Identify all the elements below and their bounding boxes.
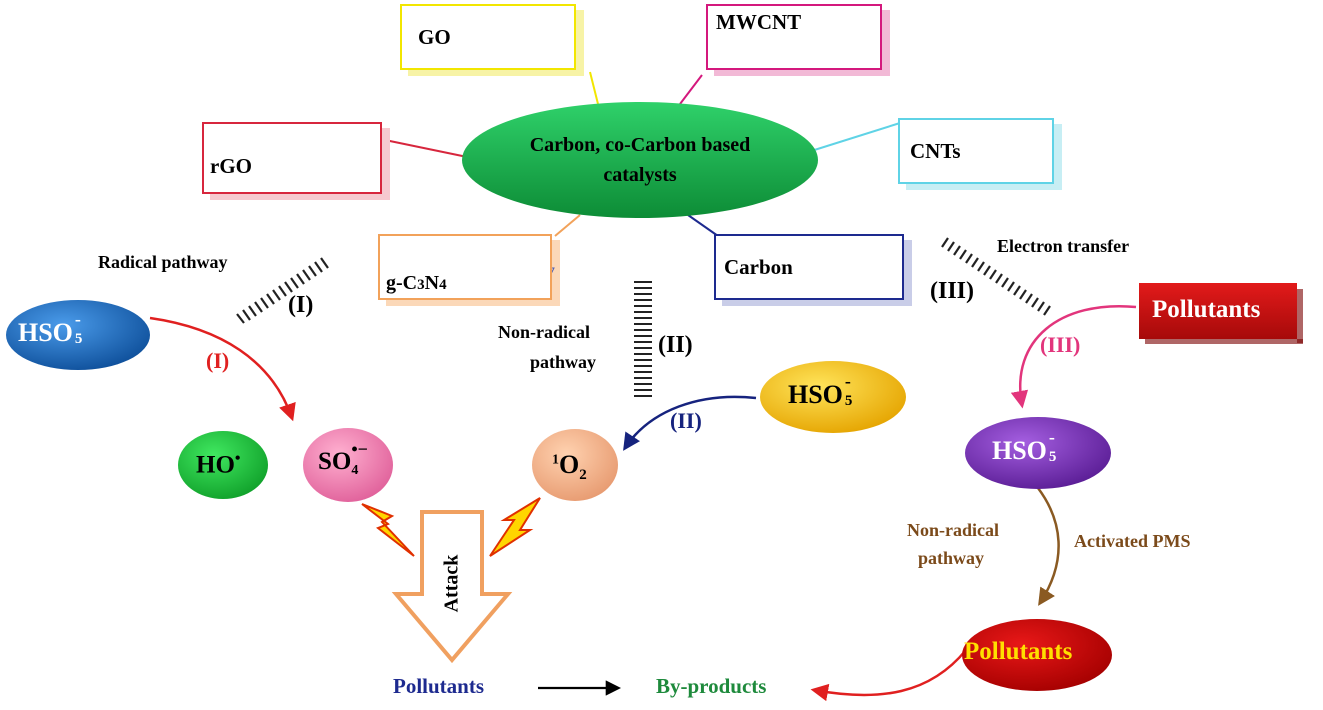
so4-radical-ellipse	[303, 428, 393, 502]
singlet-oxygen-text: 1O2	[552, 450, 587, 484]
singlet-oxygen-ellipse	[532, 429, 618, 501]
rgo-box: rGO	[202, 122, 382, 194]
cnts-label: CNTs	[910, 138, 961, 163]
mwcnt-label: MWCNT	[716, 10, 802, 34]
ho-radical-text: HO•	[196, 450, 241, 479]
attack-label: Attack	[440, 554, 463, 613]
connector-cnts	[807, 122, 901, 153]
pollutants-red-box	[1139, 283, 1297, 339]
connector-gc3n4	[554, 214, 581, 237]
pollutants-red-ellipse	[962, 619, 1112, 691]
carbon-box: Carbon	[714, 234, 904, 300]
byproducts-label: By-products	[656, 674, 767, 698]
gc3n4-label: g-C3N4	[386, 272, 447, 294]
connector-rgo	[384, 139, 473, 159]
connector-carbon	[687, 214, 719, 237]
arrow-label-i: (I)	[206, 348, 230, 373]
dash-bar-radical	[236, 257, 329, 324]
attack-arrow	[391, 510, 513, 664]
go-box: GO	[400, 4, 576, 70]
nonradical-label-2: pathway	[530, 352, 597, 372]
gc3n4-box: g-C3N4	[378, 234, 552, 300]
pollutants-red-label: Pollutants	[964, 638, 1073, 665]
nonradical-bottom-label-1: Non-radical	[907, 520, 999, 540]
center-label-line1: Carbon, co-Carbon based	[529, 134, 751, 156]
nonradical-label-1: Non-radical	[498, 322, 590, 342]
lightning-right-icon	[489, 497, 541, 557]
arrow-activated	[1036, 487, 1060, 606]
nonradical-bottom-label-2: pathway	[918, 548, 985, 568]
connector-mwcnt	[679, 74, 703, 105]
lightning-left-icon	[361, 503, 415, 557]
hso5-purple-ellipse	[965, 417, 1111, 489]
connector-go	[589, 71, 599, 105]
go-label: GO	[418, 24, 451, 49]
arrow-nonradical	[623, 395, 757, 451]
rgo-label: rGO	[210, 154, 252, 178]
carbon-label: Carbon	[724, 254, 793, 279]
arrow-label-iii: (III)	[1040, 332, 1081, 357]
mwcnt-box: MWCNT	[706, 4, 882, 70]
arrow-radical	[149, 316, 296, 422]
roman-i-label: (I)	[288, 292, 314, 318]
center-ellipse	[462, 102, 818, 218]
center-label-line2: catalysts	[603, 164, 677, 186]
arrow-label-ii: (II)	[670, 408, 702, 433]
center-label: Carbon, co-Carbon based catalysts	[462, 130, 818, 190]
arrow-to-byproducts	[810, 649, 967, 702]
hso5-blue-ellipse	[6, 300, 150, 370]
dash-bar-electron	[941, 237, 1051, 316]
arrow-electron	[1010, 304, 1137, 409]
activated-pms-label: Activated PMS	[1074, 531, 1191, 551]
pollutants-box-label: Pollutants	[1152, 296, 1261, 323]
ho-radical-ellipse	[178, 431, 268, 499]
cnts-box: CNTs	[898, 118, 1054, 184]
roman-iii-label: (III)	[930, 278, 975, 304]
roman-ii-label: (II)	[658, 332, 693, 358]
hso5-yellow-ellipse	[760, 361, 906, 433]
electron-transfer-label: Electron transfer	[997, 236, 1130, 256]
dash-bar-nonradical	[634, 281, 652, 397]
radical-pathway-label: Radical pathway	[98, 252, 228, 272]
pollutants-bottom-label: Pollutants	[393, 674, 485, 698]
